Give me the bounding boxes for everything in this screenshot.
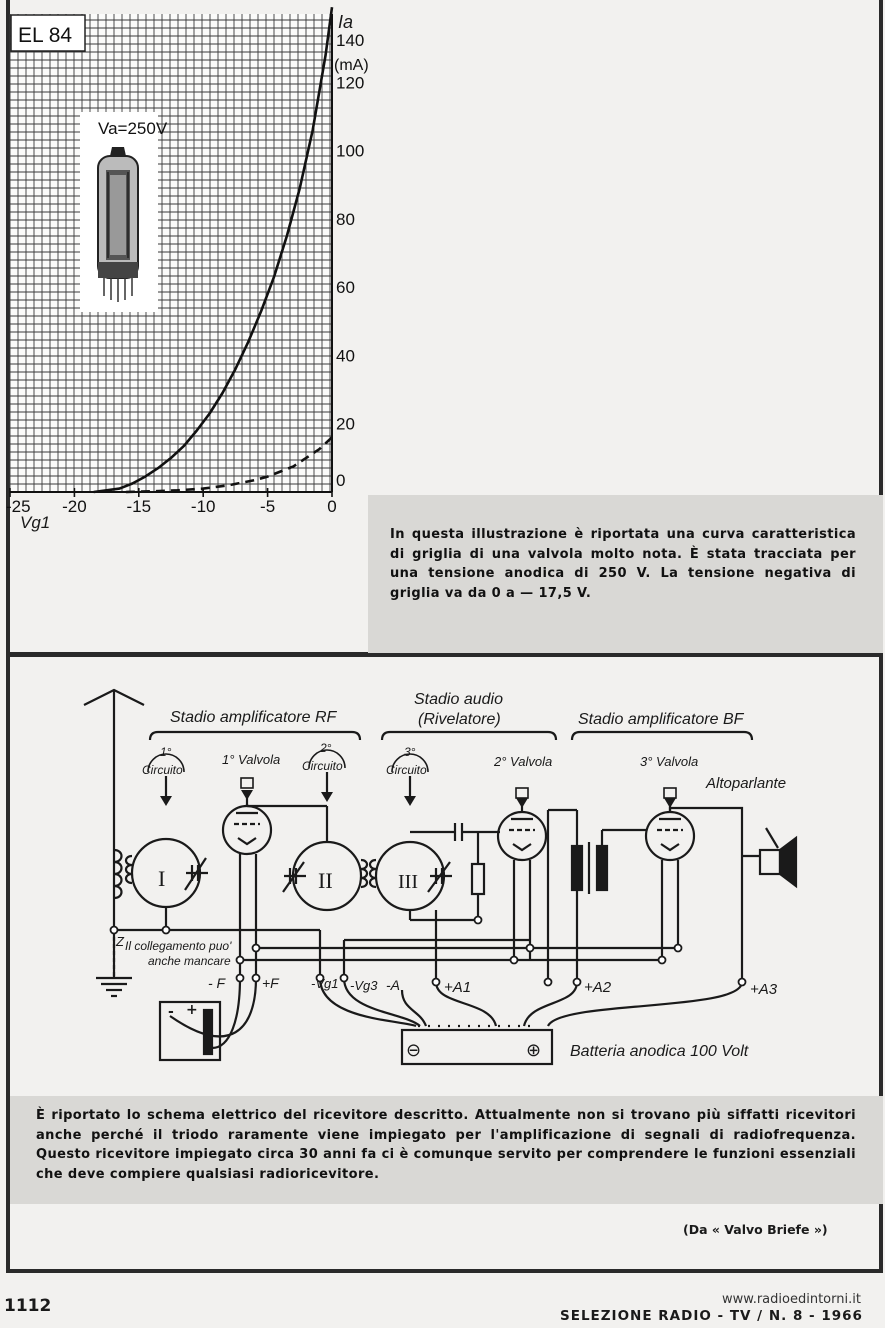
detector-resistor	[470, 862, 486, 896]
small-battery-plus: +	[186, 1002, 198, 1018]
solid-curve	[93, 7, 334, 494]
x-tick-label: -10	[191, 497, 216, 516]
transformer-core-1	[570, 844, 584, 892]
page-number: 1112	[4, 1296, 52, 1316]
circuit-1-number: 1°	[160, 745, 172, 759]
bottom-caption-box: È riportato lo schema elettrico del rice…	[10, 1096, 883, 1204]
battery-label: Batteria anodica 100 Volt	[570, 1043, 749, 1060]
terminal-plus-f: +F	[262, 975, 280, 991]
stage-bf-bracket	[570, 730, 754, 741]
stage-rf-label: Stadio amplificatore RF	[170, 709, 338, 726]
valve-2-label: 2° Valvola	[493, 754, 552, 769]
loudspeaker-icon	[758, 827, 798, 889]
y-tick-label: 100	[336, 142, 364, 161]
note-line-2: anche mancare	[148, 954, 231, 968]
watermark: www.radioedintorni.it	[722, 1292, 861, 1307]
stage-rf-bracket	[148, 730, 362, 741]
valve-1-label: 1° Valvola	[222, 752, 280, 767]
circuit-2-number: 2°	[319, 741, 332, 755]
circuit-1-word: Circuito	[142, 763, 183, 777]
chart-title-box	[10, 14, 86, 52]
circuit-2-word: Circuito	[302, 759, 343, 773]
note-line-1: Il collegamento puo'	[125, 939, 232, 953]
inset-label: Va=250V	[98, 119, 168, 138]
x-axis-label: Vg1	[20, 513, 50, 532]
y-axis-unit: (mA)	[334, 57, 369, 74]
stage-audio-sub: (Rivelatore)	[418, 711, 501, 728]
top-caption: In questa illustrazione è riportata una …	[390, 527, 856, 601]
bottom-caption: È riportato lo schema elettrico del rice…	[36, 1108, 856, 1182]
valve-3-label: 3° Valvola	[640, 754, 698, 769]
source-credit: (Da « Valvo Briefe »)	[683, 1222, 828, 1237]
stage-audio-bracket	[380, 730, 558, 741]
terminal-vg1: -Vg1	[311, 976, 338, 991]
terminal-a1: +A1	[444, 979, 471, 996]
terminal-a3: +A3	[750, 981, 778, 998]
coil-2-label: II	[318, 868, 333, 893]
magazine-footer: SELEZIONE RADIO - TV / N. 8 - 1966	[560, 1308, 863, 1324]
x-tick-label: -5	[260, 497, 275, 516]
stage-bf-label: Stadio amplificatore BF	[578, 711, 745, 728]
dashed-curve	[125, 436, 333, 494]
battery-minus-icon: ⊖	[406, 1040, 421, 1061]
small-battery-minus: -	[168, 1004, 174, 1020]
antenna-coil	[113, 848, 123, 900]
circuit-3-number: 3°	[404, 745, 416, 759]
anode-battery	[400, 1028, 554, 1066]
chart-curves	[93, 7, 334, 494]
chart-grid	[9, 14, 333, 493]
filament-battery	[158, 1000, 222, 1062]
battery-plus-icon: ⊕	[526, 1040, 541, 1061]
coil-1-label: I	[158, 866, 165, 891]
y-tick-label: 40	[336, 346, 355, 365]
bottom-figure-frame	[6, 653, 883, 1273]
terminal-vg3: -Vg3	[350, 978, 378, 993]
y-tick-label: 140	[336, 31, 364, 50]
x-tick-label: -15	[127, 497, 152, 516]
x-tick-label: -20	[62, 497, 87, 516]
coil-3-label: III	[398, 871, 418, 893]
y-tick-label: 120	[336, 73, 364, 92]
chart-title: EL 84	[18, 24, 72, 47]
x-tick-label: -25	[6, 497, 31, 516]
y-tick-label: 0	[336, 471, 345, 490]
chart-ticks: -25 -20 -15 -10 -5 0 140 120 100 80 60 40 20 0	[6, 31, 364, 516]
circuit-3-word: Circuito	[386, 763, 427, 777]
transformer-core-2	[595, 844, 609, 892]
el84-valve-picture	[97, 147, 139, 302]
terminal-a2: +A2	[584, 979, 612, 996]
x-tick-label: 0	[327, 497, 336, 516]
note-mark: Z	[115, 934, 125, 949]
y-tick-label: 80	[336, 210, 355, 229]
y-tick-label: 60	[336, 278, 355, 297]
top-caption-box: In questa illustrazione è riportata una …	[368, 495, 883, 653]
receiver-schematic: Stadio amplificatore RF Stadio audio (Ri…	[83, 688, 798, 1066]
speaker-label: Altoparlante	[705, 775, 786, 792]
y-tick-label: 20	[336, 415, 355, 434]
stage-audio-label: Stadio audio	[414, 691, 503, 708]
y-axis-label: Ia	[338, 12, 353, 32]
terminal-minus-f: - F	[208, 975, 227, 991]
terminal-minus-a: -A	[386, 977, 400, 993]
